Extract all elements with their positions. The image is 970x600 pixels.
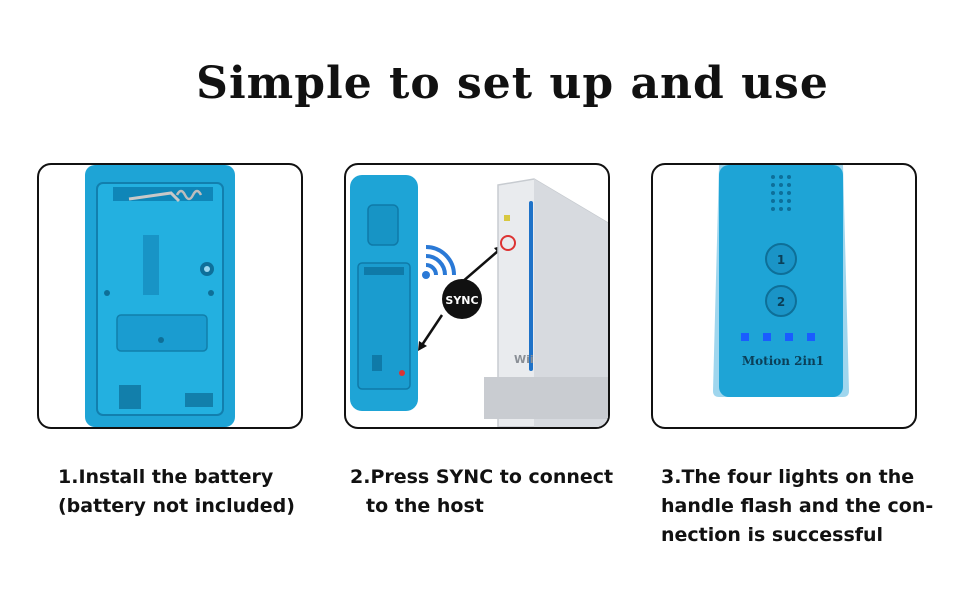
remote-brand: Motion 2in1: [742, 354, 824, 368]
status-light-icon: [785, 333, 793, 341]
step-1-line-1: 1.Install the battery: [58, 466, 274, 488]
wireless-signal-icon: [422, 245, 456, 279]
step-2-line-2: to the host: [366, 495, 484, 517]
remote-front-image: 1 2 Motion 2in1: [713, 165, 849, 397]
step-3-line-2: handle flash and the con-: [661, 495, 934, 517]
step-2-line-1: 2.Press SYNC to connect: [350, 466, 614, 488]
step-3-caption: 3.The four lights on the handle flash an…: [661, 463, 933, 550]
button-1: [765, 243, 797, 275]
battery-compartment-icon: [85, 165, 235, 427]
svg-text:1: 1: [777, 253, 785, 267]
step-1-line-2: (battery not included): [58, 495, 295, 517]
page-title: Simple to set up and use: [196, 58, 829, 109]
status-light-icon: [763, 333, 771, 341]
step-3-line-1: 3.The four lights on the: [661, 466, 915, 488]
button-2: [765, 285, 797, 317]
status-light-icon: [741, 333, 749, 341]
console-brand: Wii: [514, 353, 534, 366]
sync-badge-label: SYNC: [445, 294, 478, 307]
step-2-image-panel: SYNC Wii: [344, 163, 610, 429]
svg-text:2: 2: [777, 295, 785, 309]
wii-console-icon: Wii: [484, 178, 608, 427]
remote-back-image: [350, 175, 418, 411]
step-3-line-3: nection is successful: [661, 524, 884, 546]
step-1-caption: 1.Install the battery (battery not inclu…: [58, 463, 295, 521]
status-light-icon: [807, 333, 815, 341]
sync-badge: [442, 279, 482, 319]
step-3-image-panel: 1 2 Motion 2in1: [651, 163, 917, 429]
step-2-caption: 2.Press SYNC to connect to the host: [350, 463, 613, 521]
step-1-image-panel: [37, 163, 303, 429]
